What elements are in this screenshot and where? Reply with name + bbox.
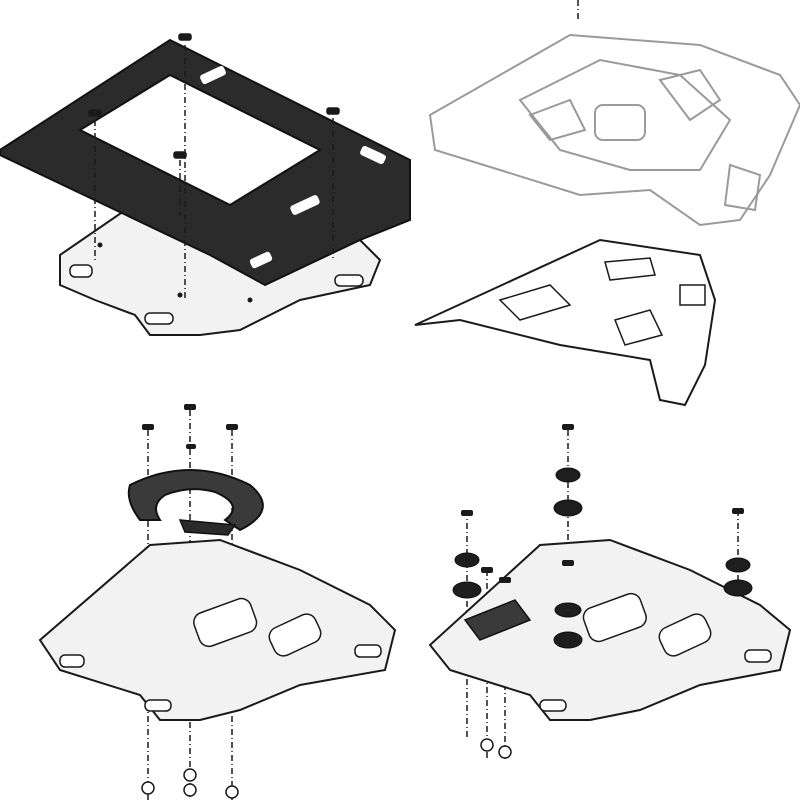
- ring-screws: [142, 404, 238, 449]
- bracket-block: [463, 599, 532, 641]
- ring-plate: [38, 538, 397, 721]
- bracket-screws: [461, 424, 744, 583]
- tank-ring: [127, 469, 264, 536]
- tank-ring-drawing: [38, 404, 397, 800]
- adapter-frame-drawing: [0, 33, 411, 336]
- bracket-nuts: [480, 738, 512, 759]
- bracket-drawing: [428, 424, 792, 760]
- bracket-panel: [400, 400, 800, 800]
- adapter-frame-panel: [0, 0, 420, 400]
- flat-bracket: [414, 238, 717, 407]
- frame-screws: [88, 33, 340, 300]
- ring-nuts: [141, 768, 239, 799]
- top-case-drawing: [414, 0, 800, 407]
- tank-ring-panel: [0, 400, 420, 800]
- adapter-frame: [0, 38, 411, 287]
- top-case-panel: [400, 0, 800, 420]
- rubber-washers: [452, 467, 753, 649]
- bracket-plate: [428, 538, 792, 721]
- case-base: [428, 33, 800, 227]
